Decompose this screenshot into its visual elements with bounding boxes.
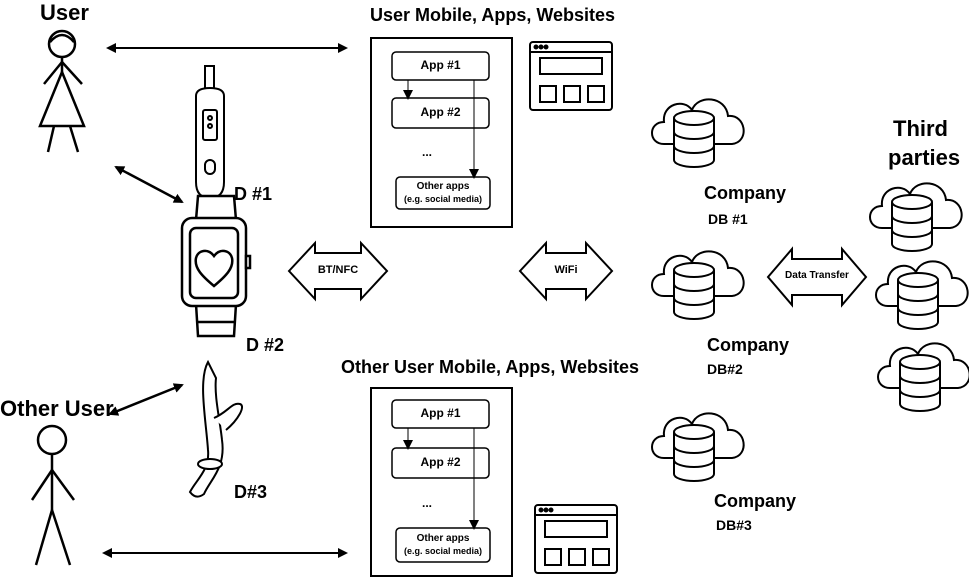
user-website-browser-icon — [529, 41, 613, 111]
device-2-label: D #2 — [246, 335, 285, 355]
third-party-db-1-icon — [869, 182, 963, 252]
bottom-other-apps-subtitle: (e.g. social media) — [403, 546, 483, 556]
bottom-ellipsis: ... — [421, 496, 432, 510]
user-label: User — [40, 0, 89, 25]
device-2-smartwatch-icon — [180, 194, 252, 338]
user-figure-icon — [38, 29, 86, 153]
db-3-label: DB#3 — [716, 517, 752, 533]
bottom-other-apps-label: Other apps — [416, 533, 470, 544]
device-3-device-icon — [188, 359, 244, 498]
company-db-2-icon — [651, 250, 745, 320]
third-parties-label-line2: parties — [888, 145, 961, 170]
device-3-label: D#3 — [234, 482, 268, 502]
device-1-meter-icon — [195, 65, 225, 200]
bt-nfc-double-arrow — [287, 240, 389, 302]
bottom-app-1-label: App #1 — [420, 406, 461, 420]
top-ellipsis: ... — [421, 145, 432, 159]
other-user-mobile-title: Other User Mobile, Apps, Websites — [341, 357, 640, 377]
other-user-label: Other User — [0, 396, 114, 421]
top-app-2-label: App #2 — [420, 105, 461, 119]
third-party-db-2-icon — [875, 260, 969, 330]
other-user-to-device-arrow — [108, 383, 184, 416]
company-db-3-icon — [651, 412, 745, 482]
device-1-label: D #1 — [234, 184, 273, 204]
bottom-app-2-label: App #2 — [420, 455, 461, 469]
company-db-1-icon — [651, 98, 745, 168]
company-2-label: Company — [707, 335, 790, 355]
company-1-label: Company — [704, 183, 787, 203]
db-1-label: DB #1 — [708, 211, 748, 227]
bt-nfc-label: BT/NFC — [317, 264, 359, 276]
top-app-1-label: App #1 — [420, 58, 461, 72]
top-other-apps-subtitle: (e.g. social media) — [403, 194, 483, 204]
wifi-label: WiFi — [554, 264, 578, 276]
db-2-label: DB#2 — [707, 361, 743, 377]
other-user-figure-icon — [30, 424, 76, 566]
third-party-db-3-icon — [877, 342, 969, 412]
data-transfer-label: Data Transfer — [785, 270, 849, 281]
data-transfer-double-arrow — [766, 246, 868, 308]
wifi-double-arrow — [518, 240, 614, 302]
top-other-apps-label: Other apps — [416, 181, 470, 192]
other-user-website-browser-icon — [534, 504, 618, 574]
user-to-device-arrow — [114, 165, 184, 204]
company-3-label: Company — [714, 491, 797, 511]
third-parties-label-line1: Third — [893, 116, 948, 141]
user-mobile-title: User Mobile, Apps, Websites — [370, 5, 616, 25]
